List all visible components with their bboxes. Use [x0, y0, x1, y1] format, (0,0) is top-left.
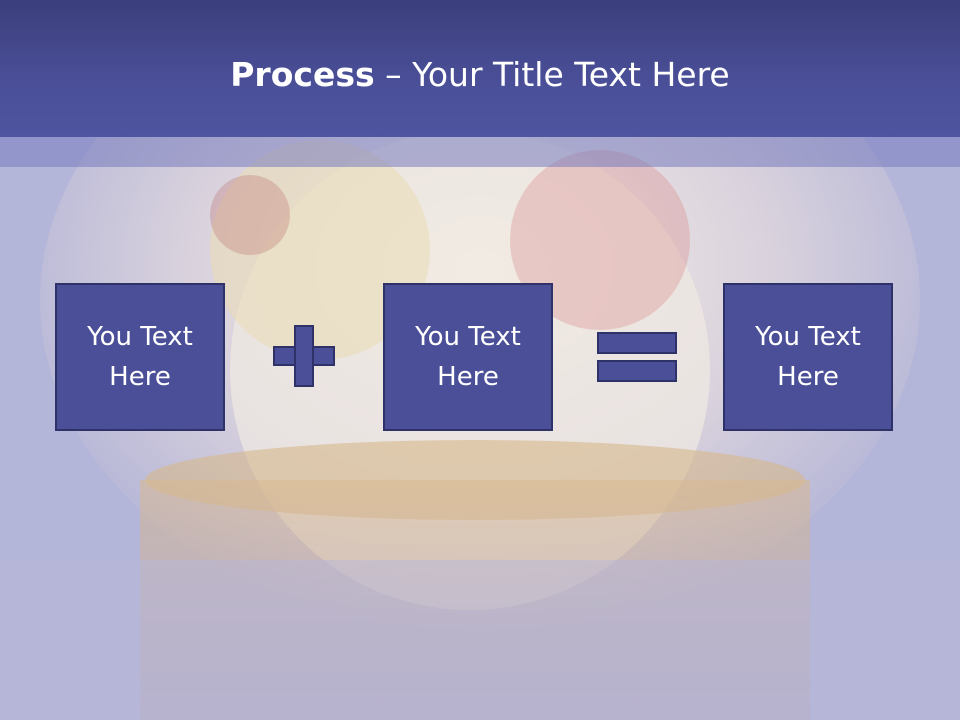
- text-box-3-label: You Text Here: [755, 322, 861, 392]
- title-rest: – Your Title Text Here: [374, 55, 730, 94]
- text-box-2[interactable]: You Text Here: [383, 283, 553, 431]
- title-band: [0, 0, 960, 137]
- text-box-1[interactable]: You Text Here: [55, 283, 225, 431]
- title-strip: [0, 137, 960, 167]
- slide-title: Process – Your Title Text Here: [0, 54, 960, 96]
- text-box-3[interactable]: You Text Here: [723, 283, 893, 431]
- text-box-2-label: You Text Here: [415, 322, 521, 392]
- equals-bar-top: [597, 332, 677, 354]
- plus-icon: [273, 325, 335, 387]
- text-box-1-label: You Text Here: [87, 322, 193, 392]
- title-strong: Process: [230, 55, 375, 94]
- equals-bar-bottom: [597, 360, 677, 382]
